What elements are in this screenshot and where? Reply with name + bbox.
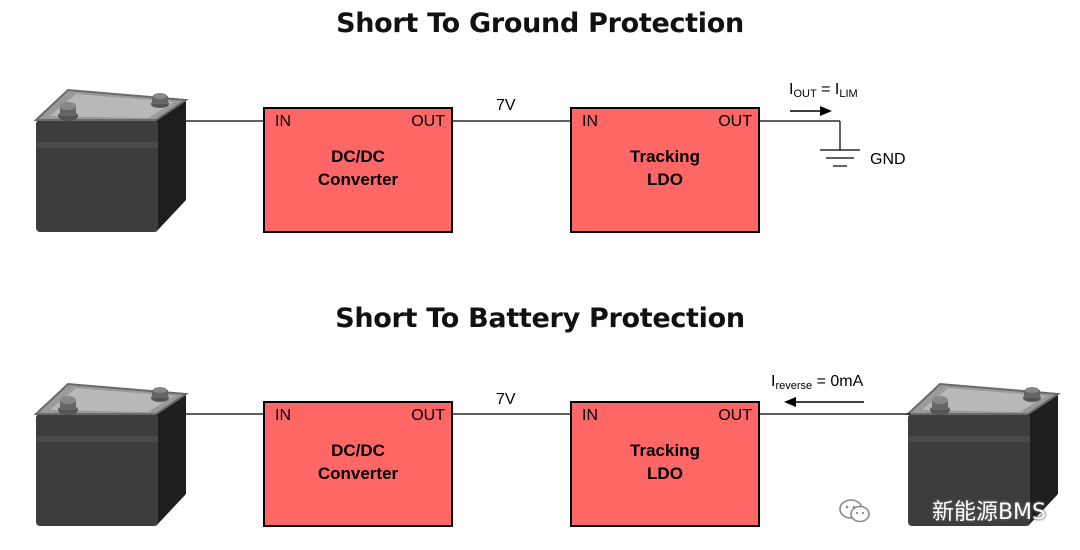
block-label-line1: DC/DC <box>331 147 385 166</box>
battery-icon <box>35 89 187 233</box>
wechat-icon <box>839 499 870 523</box>
block-label: Tracking LDO <box>572 145 758 191</box>
pin-in-label: IN <box>275 407 291 424</box>
pin-out-label: OUT <box>411 407 445 424</box>
block-label-line2: LDO <box>647 464 683 483</box>
pin-in-label: IN <box>275 113 291 130</box>
block-label: DC/DC Converter <box>265 439 451 485</box>
pin-out-label: OUT <box>718 113 752 130</box>
pin-in-label: IN <box>582 113 598 130</box>
watermark-text: 新能源BMS <box>931 500 1046 525</box>
block-label: Tracking LDO <box>572 439 758 485</box>
pin-in-label: IN <box>582 407 598 424</box>
block-label-line1: DC/DC <box>331 441 385 460</box>
block-label-line1: Tracking <box>630 441 700 460</box>
block-label-line2: LDO <box>647 170 683 189</box>
current-arrow-icon <box>790 106 832 116</box>
block-label: DC/DC Converter <box>265 145 451 191</box>
block-label-line1: Tracking <box>630 147 700 166</box>
diagram-title: Short To Ground Protection <box>336 8 744 39</box>
dcdc-converter-block: IN OUT DC/DC Converter <box>263 107 453 233</box>
diagram-title: Short To Battery Protection <box>335 303 745 334</box>
ground-label: GND <box>870 151 906 168</box>
ground-symbol-icon <box>820 149 860 167</box>
tracking-ldo-block: IN OUT Tracking LDO <box>570 401 760 527</box>
voltage-label: 7V <box>496 391 516 408</box>
tracking-ldo-block: IN OUT Tracking LDO <box>570 107 760 233</box>
reverse-current-arrow-icon <box>784 397 864 407</box>
voltage-label: 7V <box>496 97 516 114</box>
block-label-line2: Converter <box>317 464 399 483</box>
pin-out-label: OUT <box>411 113 445 130</box>
block-label-line2: Converter <box>317 170 399 189</box>
current-label: IOUT = ILIM <box>789 81 858 100</box>
pin-out-label: OUT <box>718 407 752 424</box>
dcdc-converter-block: IN OUT DC/DC Converter <box>263 401 453 527</box>
current-label: Ireverse = 0mA <box>771 373 864 392</box>
battery-icon <box>35 383 187 527</box>
